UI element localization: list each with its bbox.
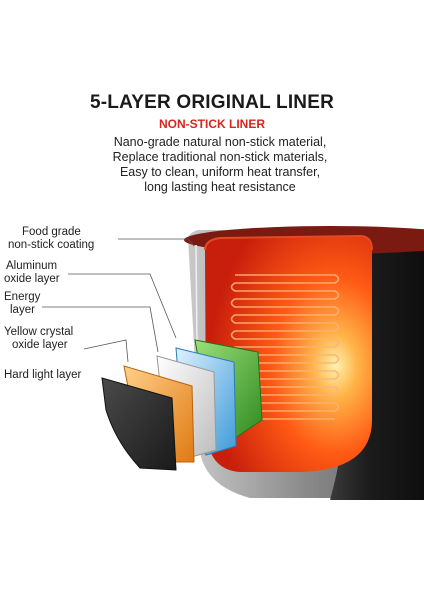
label-aluminum-oxide-layer: Aluminum oxide layer: [4, 260, 60, 285]
callout-aluminum: [68, 273, 177, 339]
description-line: long lasting heat resistance: [144, 180, 296, 194]
label-hard-light-layer: Hard light layer: [4, 369, 82, 381]
label-yellow-crystal-oxide-layer: Yellow crystal oxide layer: [4, 326, 74, 351]
description-line: Nano-grade natural non-stick material,: [113, 135, 327, 149]
description-line: Replace traditional non-stick materials,: [112, 150, 328, 164]
page-subtitle: NON-STICK LINER: [159, 117, 265, 131]
callout-energy: [42, 306, 159, 353]
label-energy-layer: Energy layer: [4, 291, 41, 316]
callout-yellow-crystal: [83, 339, 129, 363]
feature-description: Nano-grade natural non-stick material, R…: [88, 135, 352, 195]
hard-light-layer-shape: [101, 377, 177, 471]
layer-stack: [101, 339, 263, 471]
callout-lines: [42, 238, 195, 363]
callout-food-grade: [118, 238, 195, 247]
label-food-grade-coating: Food grade non-stick coating: [8, 226, 95, 251]
page-title: 5-LAYER ORIGINAL LINER: [89, 92, 335, 113]
description-line: Easy to clean, uniform heat transfer,: [119, 165, 321, 179]
